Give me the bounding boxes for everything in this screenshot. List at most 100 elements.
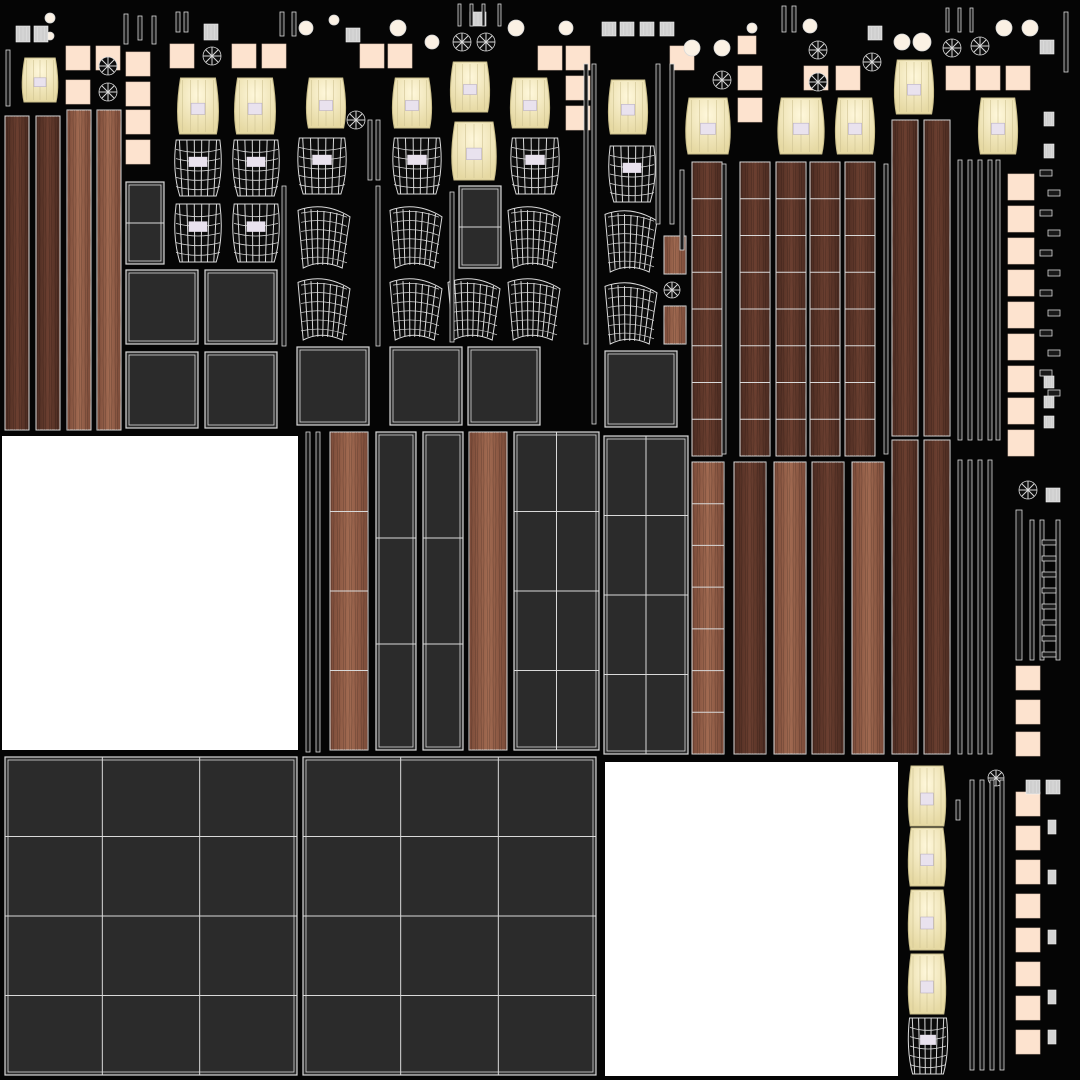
fan-line [514, 280, 519, 337]
fan-curve [450, 310, 498, 317]
wireframe-line [940, 1017, 945, 1075]
fan-line [396, 208, 401, 265]
thin-strip-uv [1041, 619, 1057, 626]
fan-curve [392, 238, 440, 245]
fan-line [537, 283, 541, 337]
wireframe-line [251, 139, 254, 197]
skin-square-uv [1007, 429, 1035, 457]
fan-line [634, 215, 638, 269]
knob-spoke [211, 49, 219, 57]
fan-line [617, 285, 621, 341]
wireframe-line [264, 203, 268, 263]
fan-line [322, 283, 325, 337]
wireframe-center-patch [525, 154, 545, 165]
panel-uv [604, 350, 678, 428]
wireframe-line [206, 203, 210, 263]
skin-square-uv [1015, 665, 1041, 691]
fan-curve [450, 301, 498, 308]
fan-curve [300, 301, 348, 308]
thin-strip-uv [1047, 389, 1061, 397]
fan-curve [510, 310, 558, 317]
thin-strip-uv [457, 3, 462, 27]
wireframe-curve [233, 242, 279, 247]
thin-strip-uv [989, 779, 995, 1071]
thin-strip-uv [1041, 635, 1057, 642]
wireframe-line [193, 203, 196, 263]
thin-strip-uv [1039, 289, 1053, 297]
thin-strip-uv [1015, 509, 1023, 661]
blank-white-region [2, 436, 298, 750]
skin-square-uv [65, 79, 91, 105]
wireframe-curve [233, 167, 279, 172]
wireframe-line [331, 137, 335, 195]
wireframe-curve [909, 1054, 947, 1059]
thin-strip-uv [987, 159, 993, 441]
fan-line [304, 280, 309, 337]
wireframe-line [309, 137, 313, 195]
wood-grain-overlay [67, 110, 91, 430]
skin-square-uv [1015, 731, 1041, 757]
skin-square-uv [125, 139, 151, 165]
thin-strip-uv [977, 159, 983, 441]
knob-spoke [811, 43, 819, 51]
knob-spoke [951, 41, 959, 49]
wireframe-line [324, 137, 327, 195]
skin-square-uv [125, 51, 151, 77]
thin-strip-uv [1041, 651, 1057, 658]
wood-grain-overlay [97, 110, 121, 430]
skin-square-uv [261, 43, 287, 69]
wood-grain-overlay [774, 462, 806, 754]
wireframe-line [244, 139, 248, 197]
fan-curve [392, 256, 440, 264]
fan-curve [300, 310, 348, 317]
skin-square-uv [537, 45, 563, 71]
wireframe-line [244, 203, 248, 263]
fan-curve [392, 229, 440, 236]
knob-spoke [665, 283, 673, 291]
fan-line [322, 211, 325, 265]
knob-spoke [355, 113, 363, 121]
knob-uv [507, 19, 525, 37]
wireframe-line [918, 1017, 921, 1075]
thin-strip-uv [175, 11, 181, 33]
fan-curve [392, 292, 440, 299]
fan-curve [392, 211, 440, 218]
knob-spoke [205, 55, 213, 63]
wireframe-line [426, 137, 430, 195]
wireframe-curve [909, 1064, 947, 1069]
fan-curve [607, 215, 655, 222]
knob-spoke [355, 119, 363, 127]
wireframe-line [251, 203, 254, 263]
thin-strip-uv [1055, 519, 1061, 661]
wireframe-line [544, 137, 548, 195]
thin-strip-uv [5, 49, 11, 107]
fan-line [327, 211, 331, 265]
fan-curve [607, 233, 655, 240]
shade-inner-patch [523, 100, 537, 111]
thin-strip-uv [679, 169, 685, 251]
shade-wireframe-uv [392, 137, 442, 195]
fan-line [617, 213, 621, 269]
fan-curve [510, 301, 558, 308]
shade-inner-patch [319, 100, 333, 111]
thin-strip-uv [281, 185, 287, 347]
knob-spoke [1027, 483, 1035, 491]
shade-inner-patch [700, 122, 716, 135]
wireframe-curve [298, 184, 346, 189]
fan-line [546, 213, 554, 265]
thin-strip-uv [1041, 587, 1057, 594]
skin-square-uv [169, 43, 195, 69]
fan-curve [300, 229, 348, 236]
knob-spoke [979, 39, 987, 47]
skin-square-uv [945, 65, 971, 91]
knob-uv [424, 34, 440, 50]
wood-grain-overlay [692, 462, 724, 754]
knob-uv [558, 20, 574, 36]
fan-curve [607, 323, 655, 331]
skin-square-uv [1015, 859, 1041, 885]
wireframe-line [647, 145, 652, 203]
fan-curve [300, 247, 348, 255]
fan-line [520, 209, 524, 265]
wood-grain-overlay [924, 120, 950, 436]
